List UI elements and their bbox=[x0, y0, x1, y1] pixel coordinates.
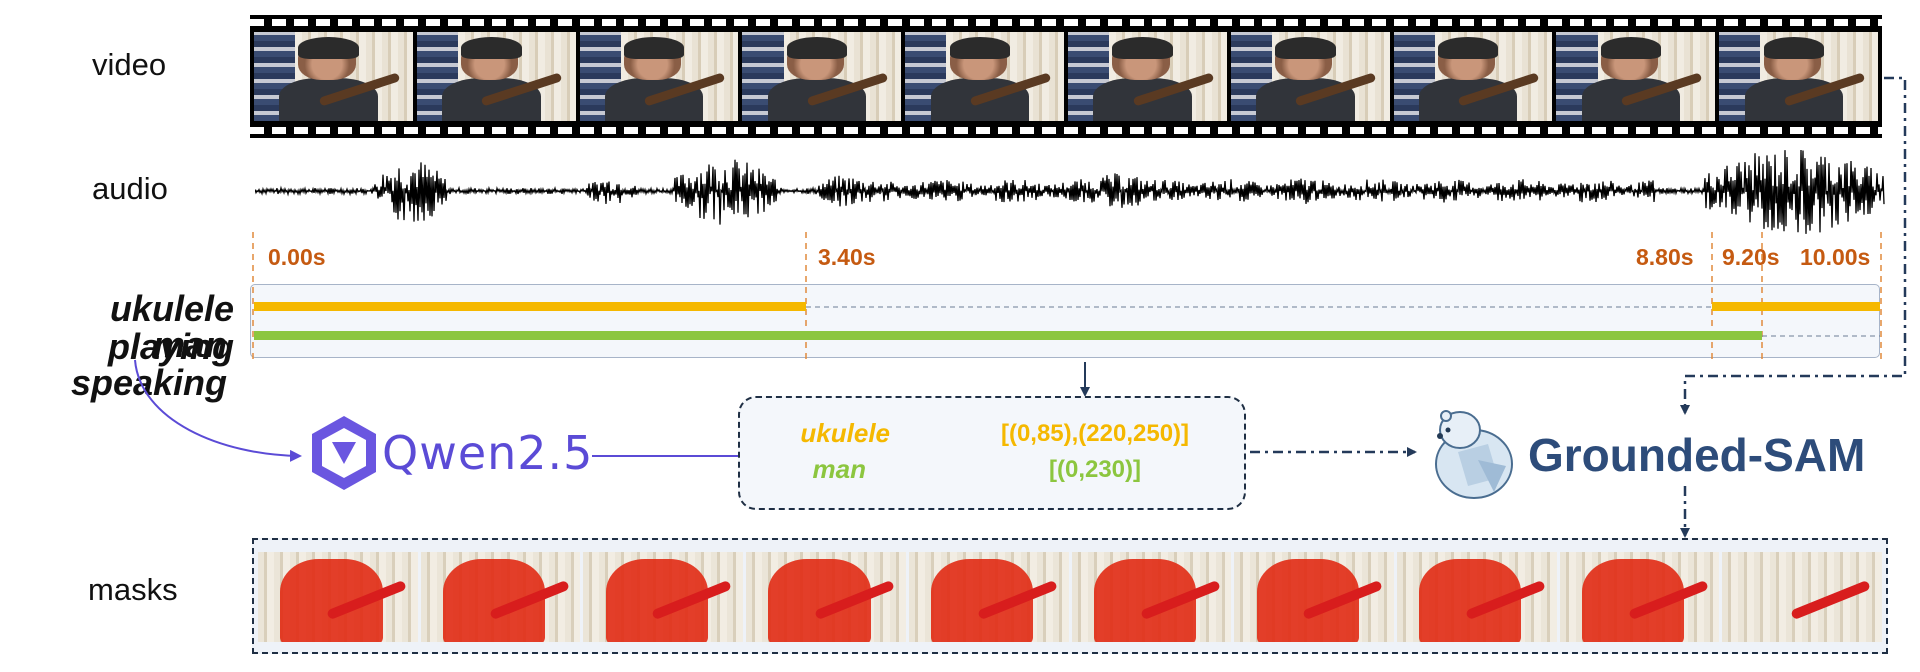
timeline-box bbox=[250, 284, 1880, 358]
polar-bear-icon bbox=[1435, 410, 1513, 499]
video-to-gsam-connector bbox=[1680, 76, 1907, 415]
mask-frame bbox=[583, 552, 744, 642]
qwen-model-label: Qwen2.5 bbox=[382, 426, 594, 480]
mask-frame bbox=[1559, 552, 1720, 642]
timestamp-8-80: 8.80s bbox=[1636, 244, 1694, 270]
query-ukulele-playing: ukulele playing bbox=[107, 288, 234, 367]
output-man-word: man bbox=[812, 454, 866, 484]
video-frame bbox=[1719, 32, 1878, 121]
timestamp-start: 0.00s bbox=[268, 244, 326, 270]
film-perforations-top bbox=[250, 19, 1882, 26]
video-frame bbox=[416, 32, 576, 121]
video-frame bbox=[254, 32, 413, 121]
video-row-label: video bbox=[92, 47, 167, 82]
query-to-qwen-arrow bbox=[134, 359, 302, 462]
output-ukulele-word: ukulele bbox=[800, 418, 890, 448]
masks-strip bbox=[252, 538, 1888, 654]
video-frame bbox=[742, 32, 902, 121]
video-filmstrip bbox=[250, 15, 1882, 138]
timestamp-9-20: 9.20s bbox=[1722, 244, 1780, 270]
ukulele-segment-1 bbox=[254, 302, 806, 311]
mask-frames bbox=[258, 552, 1883, 642]
grounding-output-box bbox=[738, 396, 1246, 510]
mask-frame bbox=[908, 552, 1069, 642]
video-frame bbox=[1067, 32, 1227, 121]
mask-frame bbox=[1071, 552, 1232, 642]
mask-frame bbox=[258, 552, 418, 642]
video-frame bbox=[905, 32, 1064, 121]
video-frames bbox=[254, 32, 1878, 121]
audio-waveform bbox=[255, 149, 1885, 234]
audio-row-label: audio bbox=[92, 171, 168, 206]
film-perforations-bottom bbox=[250, 127, 1882, 134]
video-frame bbox=[1393, 32, 1553, 121]
ukulele-segment-2 bbox=[1712, 302, 1880, 311]
mask-frame bbox=[1396, 552, 1557, 642]
output-man-span: [(0,230)] bbox=[1048, 456, 1142, 483]
video-frame bbox=[579, 32, 739, 121]
grounded-sam-label: Grounded-SAM bbox=[1528, 429, 1866, 481]
mask-frame bbox=[1722, 552, 1883, 642]
mask-frame bbox=[420, 552, 581, 642]
masks-row-label: masks bbox=[88, 572, 178, 607]
mask-frame bbox=[1234, 552, 1394, 642]
qwen-logo-icon bbox=[312, 416, 376, 490]
output-ukulele-span: [(0,85),(220,250)] bbox=[1000, 420, 1190, 447]
time-markers bbox=[252, 232, 1882, 360]
man-segment-1 bbox=[254, 331, 1762, 340]
video-frame bbox=[1556, 32, 1716, 121]
mask-frame bbox=[746, 552, 906, 642]
timestamp-end: 10.00s bbox=[1800, 244, 1871, 270]
video-frame bbox=[1230, 32, 1390, 121]
timestamp-3-40: 3.40s bbox=[818, 244, 876, 270]
